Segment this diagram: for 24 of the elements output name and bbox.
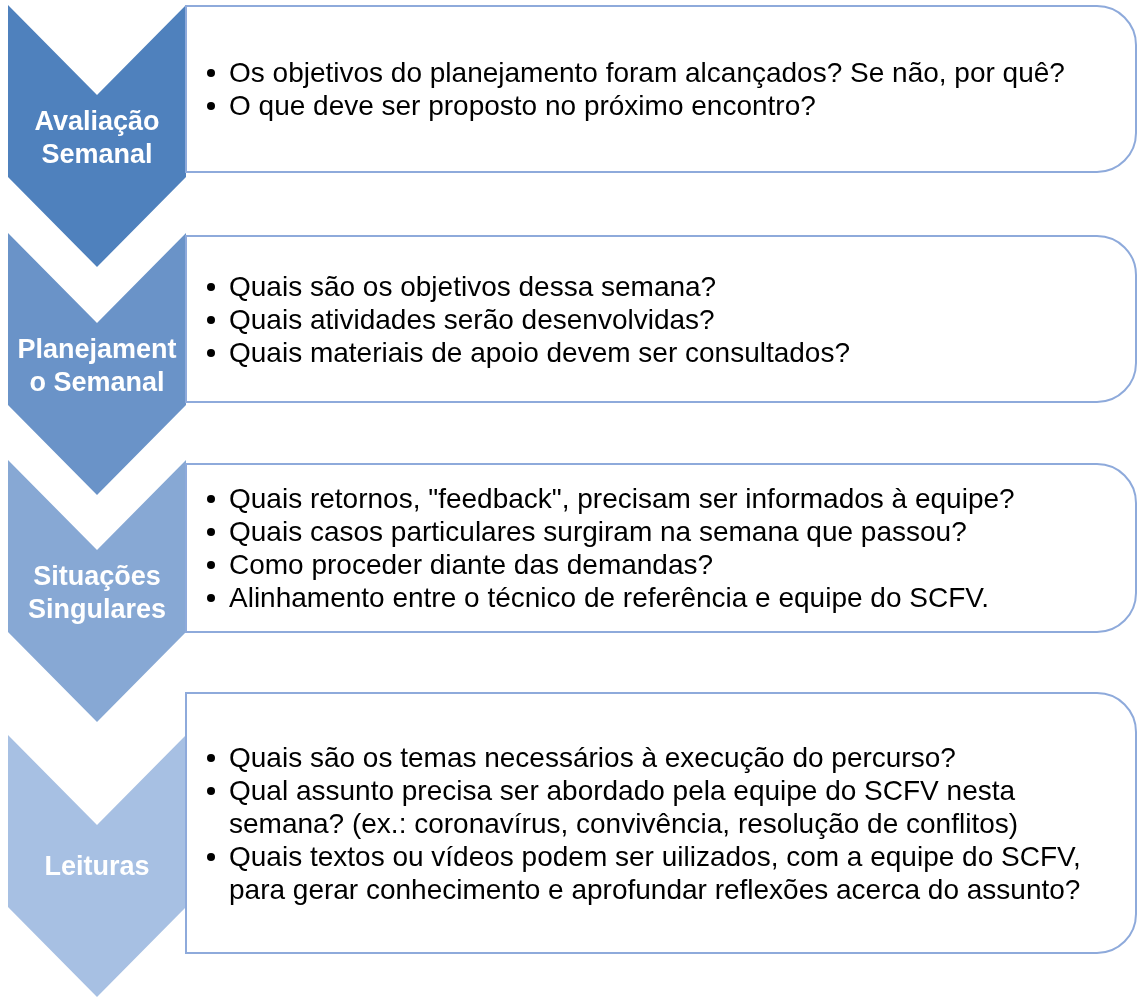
text-panel — [185, 463, 1137, 633]
chevron-step — [8, 460, 186, 722]
step-label: Situações Singulares — [26, 560, 167, 626]
text-panel — [185, 692, 1137, 954]
text-panel — [185, 5, 1137, 173]
chevron-step — [8, 233, 186, 495]
bullet-item: Quais são os objetivos dessa semana? — [229, 269, 718, 303]
step-label: Planejamento Semanal — [16, 333, 178, 399]
bullet-item: Quais casos particulares surgiram na semana que passou? — [229, 515, 968, 548]
bullet-item: Quais retornos, "feedback", precisam ser informados à equipe? — [229, 482, 1016, 515]
bullet-item: Quais textos ou vídeos podem ser uilizados, com a equipe do SCFV, para gerar conhecimento e aprofundar reflexões acerca do assunto? — [229, 839, 1082, 906]
bullet-item: Alinhamento entre o técnico de referência e equipe do SCFV. — [229, 581, 991, 614]
chevron-step — [8, 735, 186, 997]
bullet-item: Qual assunto precisa ser abordado pela equipe do SCFV nesta semana? (ex.: coronavírus, convivência, resolução de conflitos) — [229, 773, 1020, 840]
bullet-item: O que deve ser proposto no próximo encontro? — [229, 89, 817, 122]
bullet-item: Os objetivos do planejamento foram alcançados? Se não, por quê? — [229, 56, 1066, 89]
text-panel — [185, 235, 1137, 403]
bullet-item: Quais atividades serão desenvolvidas? — [229, 302, 716, 336]
chevron-step — [8, 5, 186, 267]
step-label: Avaliação Semanal — [33, 105, 161, 171]
step-label: Leituras — [43, 850, 151, 883]
bullet-item: Quais são os temas necessários à execução do percurso? — [229, 740, 957, 774]
bullet-item: Como proceder diante das demandas? — [229, 548, 715, 581]
bullet-item: Quais materiais de apoio devem ser consultados? — [229, 335, 851, 369]
